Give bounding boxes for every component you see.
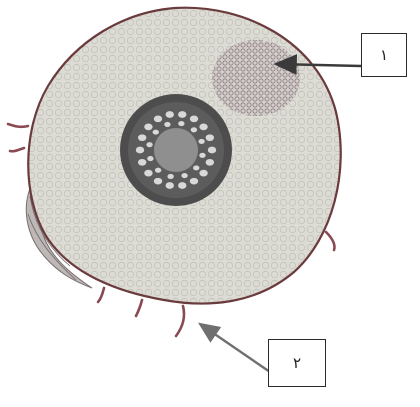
xylem-vessel [199, 170, 207, 177]
xylem-vessel [146, 142, 152, 147]
xylem-vessel [206, 134, 214, 141]
xylem-vessel [153, 130, 159, 135]
pith [154, 128, 198, 172]
xylem-vessel [164, 122, 170, 127]
xylem-vessel [178, 121, 184, 126]
xylem-vessel [191, 127, 197, 132]
xylem-vessel [144, 170, 152, 177]
sclerenchyma-patch [212, 40, 300, 116]
xylem-vessel [136, 147, 144, 154]
xylem-vessel [138, 134, 146, 141]
xylem-vessel [166, 182, 174, 189]
xylem-vessel [147, 156, 153, 161]
xylem-vessel [154, 178, 162, 185]
xylem-vessel [166, 111, 174, 118]
arrow-up-left-icon [200, 324, 270, 372]
xylem-vessel [208, 147, 216, 154]
xylem-vessel [178, 111, 186, 118]
xylem-vessel [199, 123, 207, 130]
xylem-vessel [190, 115, 198, 122]
label-box-one: ١ [361, 33, 407, 77]
xylem-vessel [193, 165, 199, 170]
label-box-two: ٢ [268, 339, 326, 387]
xylem-vessel [154, 115, 162, 122]
xylem-vessel [190, 178, 198, 185]
xylem-vessel [181, 173, 187, 178]
xylem-vessel [155, 168, 161, 173]
xylem-vessel [199, 153, 205, 158]
xylem-vessel [144, 123, 152, 130]
xylem-vessel [138, 159, 146, 166]
label-two-text: ٢ [293, 354, 301, 372]
xylem-vessel [198, 139, 204, 144]
label-one-text: ١ [380, 46, 388, 64]
xylem-vessel [178, 182, 186, 189]
xylem-vessel [167, 174, 173, 179]
xylem-vessel [206, 159, 214, 166]
